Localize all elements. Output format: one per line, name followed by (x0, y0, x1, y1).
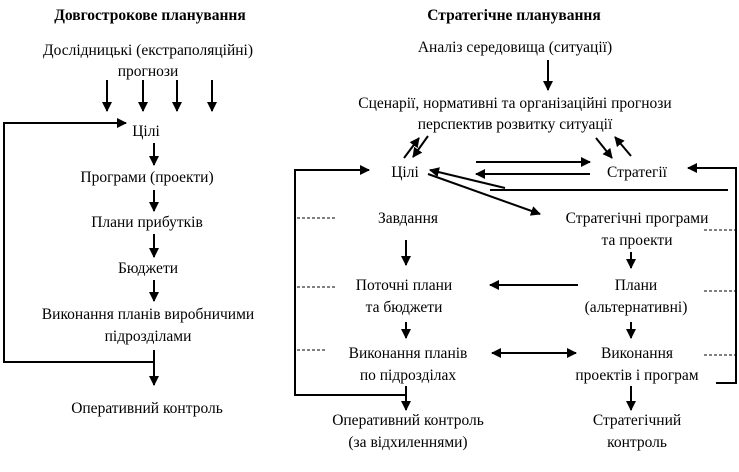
tasks: Завдання (377, 210, 439, 227)
strategic-control-line1: Стратегічний (592, 412, 682, 429)
strategic-programs-line2: та проекти (601, 232, 673, 249)
alt-plans-line2: (альтернативні) (584, 299, 688, 316)
goals-to-scenarios-arrow (403, 137, 420, 159)
current-plans-line2: та бюджети (365, 299, 443, 316)
budgets: Бюджети (117, 260, 179, 277)
op-control-line2: (за відхиленнями) (348, 434, 468, 451)
left-operational-control: Оперативний контроль (71, 400, 223, 417)
right-title: Стратегічне планування (427, 7, 601, 24)
research-forecasts-line1: Дослідницькі (екстраполяційні) (43, 42, 253, 59)
left-goals: Цілі (132, 123, 160, 140)
alt-plans-line1: Плани (614, 277, 658, 294)
dashed-ticks (297, 217, 736, 356)
scenarios-to-strategies-arrow (595, 137, 613, 159)
left-execution-line2: підрозділами (104, 328, 192, 345)
scenarios-to-goals-arrow (412, 135, 429, 158)
environment-analysis: Аналіз середовища (ситуації) (417, 39, 613, 56)
research-forecasts-line2: прогнози (117, 63, 179, 80)
profit-plans: Плани прибутків (91, 214, 203, 231)
current-plans-line1: Поточні плани (355, 277, 453, 294)
left-feedback-loop (3, 118, 154, 363)
right-execution-line1: Виконання планів (348, 345, 468, 362)
right-execution-line2: по підрозділах (359, 367, 457, 384)
right-goals: Цілі (391, 164, 419, 181)
right-left-feedback (294, 165, 405, 396)
strategies: Стратегії (607, 164, 667, 181)
strategic-control-line2: контроль (607, 434, 667, 451)
programs-projects: Програми (проекти) (80, 169, 214, 186)
strategic-programs-line1: Стратегічні програми (565, 210, 709, 227)
projects-exec-line1: Виконання (600, 345, 674, 362)
strategic-programs-to-goals-arrow (429, 167, 506, 189)
scenarios-line1: Сценарії, нормативні та організаційні пр… (358, 95, 672, 112)
strategies-to-scenarios-arrow (614, 136, 632, 157)
left-execution-line1: Виконання планів виробничими (41, 306, 255, 323)
right-outer-feedback (687, 163, 737, 384)
projects-exec-line2: проектів і програм (575, 367, 699, 384)
op-control-line1: Оперативний контроль (332, 412, 484, 429)
left-title: Довгострокове планування (54, 7, 246, 24)
scenarios-line2: перспектив розвитку ситуації (417, 116, 613, 133)
goals-to-strategic-programs-arrow (427, 173, 541, 216)
